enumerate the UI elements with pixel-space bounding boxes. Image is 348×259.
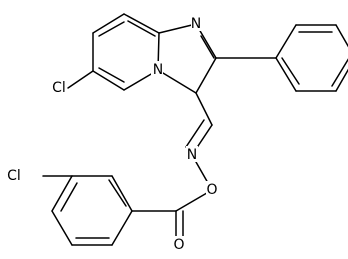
- bond: [127, 20, 156, 37]
- bond: [275, 57, 297, 92]
- atom-label-n-imine: N: [191, 16, 201, 32]
- bond: [67, 70, 94, 89]
- atom-labels: N N N O O Cl Cl: [4, 15, 218, 253]
- bond: [92, 70, 125, 91]
- bond: [275, 24, 297, 59]
- bond: [60, 182, 78, 212]
- bond: [158, 23, 197, 34]
- atom-label-cl-benzoyl: Cl: [7, 168, 21, 184]
- bond: [331, 58, 348, 87]
- bond: [51, 210, 73, 246]
- bond: [98, 21, 125, 37]
- atom-label-n-oxime: N: [187, 147, 197, 163]
- bond: [111, 175, 133, 212]
- bond: [200, 35, 215, 59]
- bond: [108, 179, 127, 207]
- bond: [335, 68, 348, 92]
- atom-label-o-carbonyl: O: [173, 237, 184, 253]
- atom-label-o-ester: O: [206, 182, 217, 198]
- bond: [281, 57, 300, 85]
- bond: [123, 13, 160, 34]
- bond-lines: [42, 13, 348, 246]
- bond: [185, 119, 205, 148]
- bond: [98, 67, 125, 83]
- atom-label-cl-pyridine: Cl: [52, 80, 66, 96]
- atom-label-n-bridge: N: [153, 62, 163, 78]
- bond: [195, 92, 213, 126]
- bond: [335, 24, 348, 48]
- bond: [51, 175, 73, 212]
- bond: [195, 57, 217, 94]
- bond: [157, 69, 197, 94]
- bond: [92, 13, 125, 34]
- bond: [111, 210, 133, 246]
